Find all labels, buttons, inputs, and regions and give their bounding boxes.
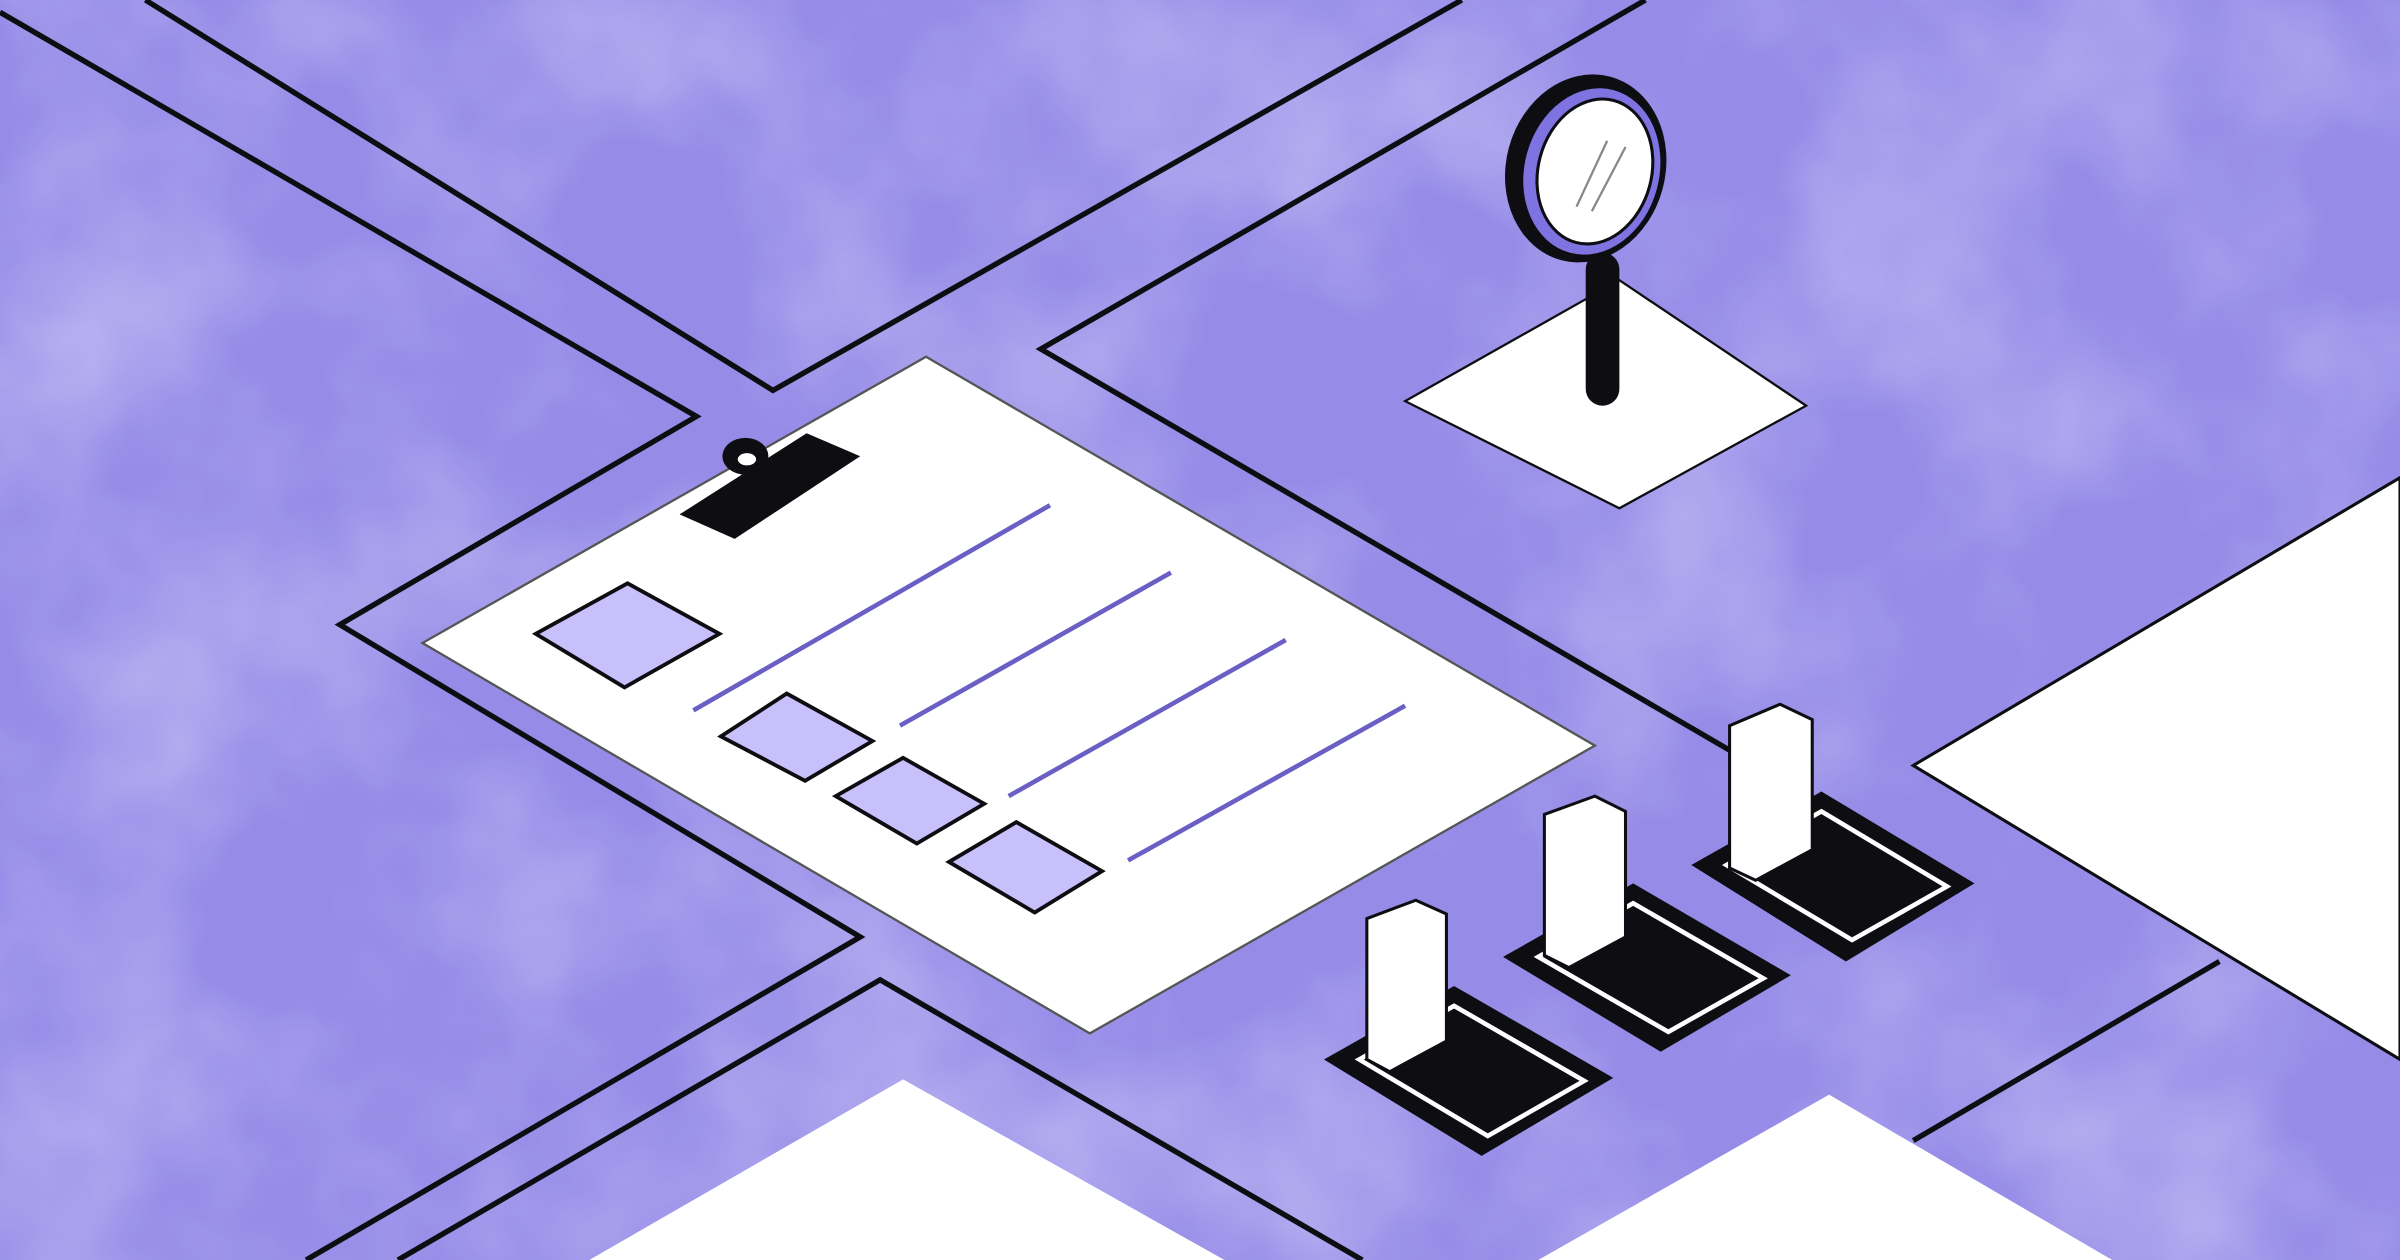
- checklist-line: [898, 570, 1173, 728]
- bar-block: [1323, 898, 1614, 1156]
- bar-block-white: [1728, 702, 1814, 883]
- bottom-white-panel-left: [589, 1079, 1225, 1260]
- checkbox-icon: [831, 755, 989, 846]
- checkbox-icon: [945, 819, 1106, 915]
- outline-bottom-left: [396, 976, 1364, 1260]
- checklist-line: [692, 503, 1052, 713]
- outline-top-v: [143, 0, 1464, 394]
- clipboard-clip: [679, 433, 861, 539]
- checklist-line: [1007, 637, 1287, 799]
- checkbox-icon: [531, 581, 724, 690]
- bar-block-white: [1542, 794, 1628, 970]
- bar-block: [1503, 794, 1791, 1052]
- outline-lines: [0, 0, 2221, 1260]
- checkbox-icon: [717, 691, 877, 783]
- bar-blocks: [1323, 702, 1975, 1156]
- bottom-white-panel-right: [1538, 1094, 2113, 1260]
- magnifying-glass-icon: [1402, 74, 1809, 510]
- bar-block-white: [1365, 898, 1448, 1074]
- bar-block: [1691, 702, 1975, 962]
- checklist: [531, 581, 1106, 915]
- outline-left: [0, 9, 866, 1260]
- magnifier-handle: [1585, 252, 1620, 406]
- right-white-panel: [1910, 475, 2400, 1062]
- outline-bottom-right: [1911, 959, 2221, 1143]
- clipboard-icon: [420, 355, 1598, 1035]
- checklist-line: [1126, 703, 1407, 863]
- magnifier-lens: [1535, 97, 1655, 246]
- outline-right: [1035, 0, 1731, 753]
- checklist-lines: [692, 503, 1407, 863]
